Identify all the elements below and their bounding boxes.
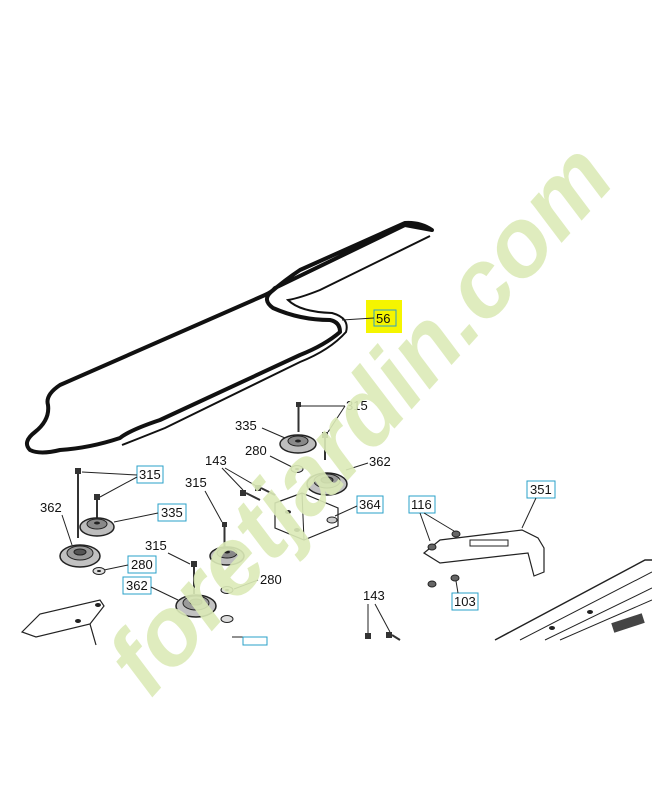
label-315d[interactable]: 315: [145, 538, 167, 553]
pulley-icon: [175, 594, 217, 618]
cut-box: [242, 636, 268, 646]
leader-116-1: [419, 512, 431, 542]
bolt-icon: [365, 633, 371, 639]
label-351-box: [526, 480, 556, 499]
washer-icon: [290, 465, 304, 473]
label-335b[interactable]: 335: [161, 505, 183, 520]
label-280b[interactable]: 280: [260, 572, 282, 587]
bolt-icon: [94, 494, 100, 518]
watermark: foretjardin.com: [86, 123, 633, 714]
label-56[interactable]: 56: [376, 311, 390, 326]
leader-116-2: [423, 512, 455, 532]
pulley-icon: [59, 544, 101, 568]
bracket-icon: [274, 492, 339, 541]
leader-362c: [150, 586, 179, 601]
label-103-box: [451, 592, 479, 611]
bolt-icon: [386, 632, 401, 641]
label-315c[interactable]: 315: [139, 467, 161, 482]
label-335b-box: [157, 503, 187, 522]
washer-icon: [92, 567, 106, 575]
drive-belt[interactable]: [24, 220, 434, 455]
label-362c-box: [122, 576, 152, 595]
bracket-icon: [20, 599, 105, 646]
label-103[interactable]: 103: [454, 594, 476, 609]
nut-icon: [450, 574, 460, 582]
bolt-icon: [296, 402, 301, 432]
leader-362a: [345, 462, 369, 471]
label-362c[interactable]: 362: [126, 578, 148, 593]
leader-335a: [261, 427, 286, 439]
leader-143b-2: [374, 603, 391, 633]
nut-icon: [427, 580, 437, 588]
leader-143a-2: [224, 467, 259, 488]
leader-315b: [204, 490, 223, 523]
label-116-box: [408, 495, 436, 514]
label-143b[interactable]: 143: [363, 588, 385, 603]
washer-icon: [220, 586, 234, 594]
leader-56: [341, 317, 375, 321]
deck-frame: [494, 559, 652, 641]
leader-335b: [113, 512, 159, 523]
leader-315c-1: [81, 471, 138, 476]
leader-280c: [103, 564, 129, 571]
label-364-box: [356, 495, 384, 514]
label-280c-box: [127, 555, 157, 574]
leader-351: [521, 497, 537, 529]
label-280c[interactable]: 280: [131, 557, 153, 572]
nut-icon: [451, 530, 461, 538]
leader-280b: [233, 579, 259, 590]
leader-143a-1: [221, 467, 244, 491]
label-362a[interactable]: 362: [369, 454, 391, 469]
leader-103: [455, 580, 459, 594]
label-335a[interactable]: 335: [235, 418, 257, 433]
pulley-icon: [279, 434, 317, 454]
label-351[interactable]: 351: [530, 482, 552, 497]
bolt-icon: [222, 522, 227, 548]
bracket-icon: [422, 529, 545, 577]
leader-364: [334, 505, 358, 517]
leader-315d: [167, 552, 191, 565]
label-362b[interactable]: 362: [40, 500, 62, 515]
pulley-icon: [209, 546, 245, 566]
leader-315c-2: [99, 476, 138, 498]
nut-icon: [427, 543, 437, 551]
leader-362b: [61, 514, 73, 546]
label-116[interactable]: 116: [411, 497, 432, 512]
nut-icon: [326, 516, 338, 524]
bolt-icon: [255, 485, 276, 496]
label-315a[interactable]: 315: [346, 398, 368, 413]
washer-icon: [220, 615, 234, 623]
pulley-icon: [79, 517, 115, 537]
watermark-text: foretjardin.com: [86, 123, 633, 714]
label-280a[interactable]: 280: [245, 443, 267, 458]
bolt-icon: [191, 561, 197, 594]
label-315b[interactable]: 315: [185, 475, 207, 490]
label-143a[interactable]: 143: [205, 453, 227, 468]
bolt-icon: [75, 468, 81, 538]
leader-280a: [269, 455, 293, 468]
bolt-icon: [240, 490, 261, 501]
pulley-icon: [306, 472, 348, 496]
bolt-icon: [322, 432, 328, 460]
leader-315a-b: [327, 405, 346, 433]
label-364[interactable]: 364: [359, 497, 381, 512]
